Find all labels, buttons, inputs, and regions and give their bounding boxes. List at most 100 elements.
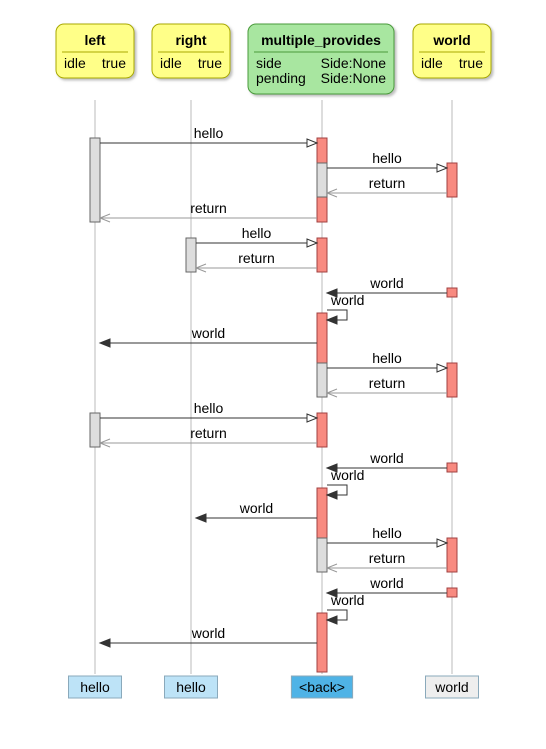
message-label: return — [369, 175, 406, 191]
field-name: idle — [421, 55, 443, 71]
self-arrow-line — [327, 309, 348, 321]
activation-bar — [446, 287, 458, 298]
participant-box — [412, 23, 492, 79]
message-label: world — [369, 450, 403, 466]
message-self: world — [325, 292, 364, 325]
activation-bar — [316, 237, 328, 273]
footer-label: <back> — [299, 679, 345, 695]
field-name: idle — [64, 55, 86, 71]
self-arrow-line — [327, 609, 348, 621]
field-value: true — [198, 55, 222, 71]
participant-box — [55, 23, 135, 79]
arrow-head — [325, 315, 338, 325]
footer-world: world — [425, 675, 479, 699]
arrow-head — [98, 213, 111, 223]
message-async: world — [325, 275, 447, 298]
participant-right: right idle true — [151, 23, 231, 79]
activation-bar — [446, 537, 458, 573]
message-return: return — [98, 200, 317, 223]
message-self: world — [325, 467, 364, 500]
activation-bar — [316, 412, 328, 448]
activation-bar — [446, 362, 458, 398]
message-label: world — [191, 325, 225, 341]
arrow-head — [98, 438, 111, 448]
arrow-head — [306, 138, 319, 148]
message-label: return — [190, 425, 227, 441]
message-label: world — [369, 275, 403, 291]
footer-label: world — [434, 679, 468, 695]
participant-left: left idle true — [55, 23, 135, 79]
message-call: hello — [327, 350, 449, 373]
arrow-head — [436, 538, 449, 548]
participant-name: world — [432, 32, 470, 48]
message-async: world — [98, 625, 317, 648]
message-call: hello — [100, 125, 319, 148]
field-value: true — [102, 55, 126, 71]
field-name: pending — [256, 70, 306, 86]
message-return: return — [325, 175, 447, 198]
message-label: return — [238, 250, 275, 266]
footer-box — [68, 675, 122, 699]
arrow-head — [306, 238, 319, 248]
participant-box — [151, 23, 231, 79]
message-return: return — [98, 425, 317, 448]
participant-name: right — [175, 32, 206, 48]
activation-bar — [446, 462, 458, 473]
arrow-head — [436, 363, 449, 373]
message-return: return — [325, 375, 447, 398]
field-name: side — [256, 55, 282, 71]
message-label: hello — [372, 350, 402, 366]
message-label: return — [369, 550, 406, 566]
message-label: world — [330, 592, 364, 608]
activation-bar — [446, 587, 458, 598]
participant-box — [247, 23, 395, 95]
arrow-head — [98, 638, 111, 648]
field-value: Side:None — [321, 70, 387, 86]
arrow-head — [325, 490, 338, 500]
footer-box — [164, 675, 218, 699]
participant-footers: hello hello <back> world — [68, 675, 479, 699]
message-async: world — [325, 575, 447, 598]
message-async: world — [98, 325, 317, 348]
participant-headers: left idle true right idle true multiple_provid… — [55, 23, 492, 95]
arrow-head — [325, 388, 338, 398]
participant-name: left — [85, 32, 106, 48]
footer-left: hello — [68, 675, 122, 699]
footer-label: hello — [80, 679, 110, 695]
message-label: world — [369, 575, 403, 591]
field-value: Side:None — [321, 55, 387, 71]
message-label: world — [239, 500, 273, 516]
arrow-head — [325, 188, 338, 198]
message-call: hello — [196, 225, 319, 248]
arrow-head — [325, 288, 338, 298]
arrow-head — [325, 615, 338, 625]
message-label: hello — [194, 125, 224, 141]
activation-bar — [316, 362, 328, 398]
message-label: world — [330, 467, 364, 483]
arrow-head — [325, 563, 338, 573]
activation-bar — [446, 162, 458, 198]
message-call: hello — [100, 400, 319, 423]
message-label: world — [330, 292, 364, 308]
activation-bar — [316, 537, 328, 573]
arrow-head — [194, 263, 207, 273]
arrow-head — [325, 588, 338, 598]
footer-label: hello — [176, 679, 206, 695]
message-call: hello — [327, 525, 449, 548]
message-self: world — [325, 592, 364, 625]
activation-bar — [89, 137, 101, 223]
arrow-head — [325, 463, 338, 473]
footer-right: hello — [164, 675, 218, 699]
arrow-head — [306, 413, 319, 423]
participant-name: multiple_provides — [261, 32, 381, 48]
activation-bar — [316, 612, 328, 673]
footer-box — [290, 675, 354, 699]
activation-bar — [316, 162, 328, 198]
message-label: hello — [372, 525, 402, 541]
field-name: idle — [160, 55, 182, 71]
message-label: return — [369, 375, 406, 391]
footer-box — [425, 675, 479, 699]
arrow-head — [436, 163, 449, 173]
